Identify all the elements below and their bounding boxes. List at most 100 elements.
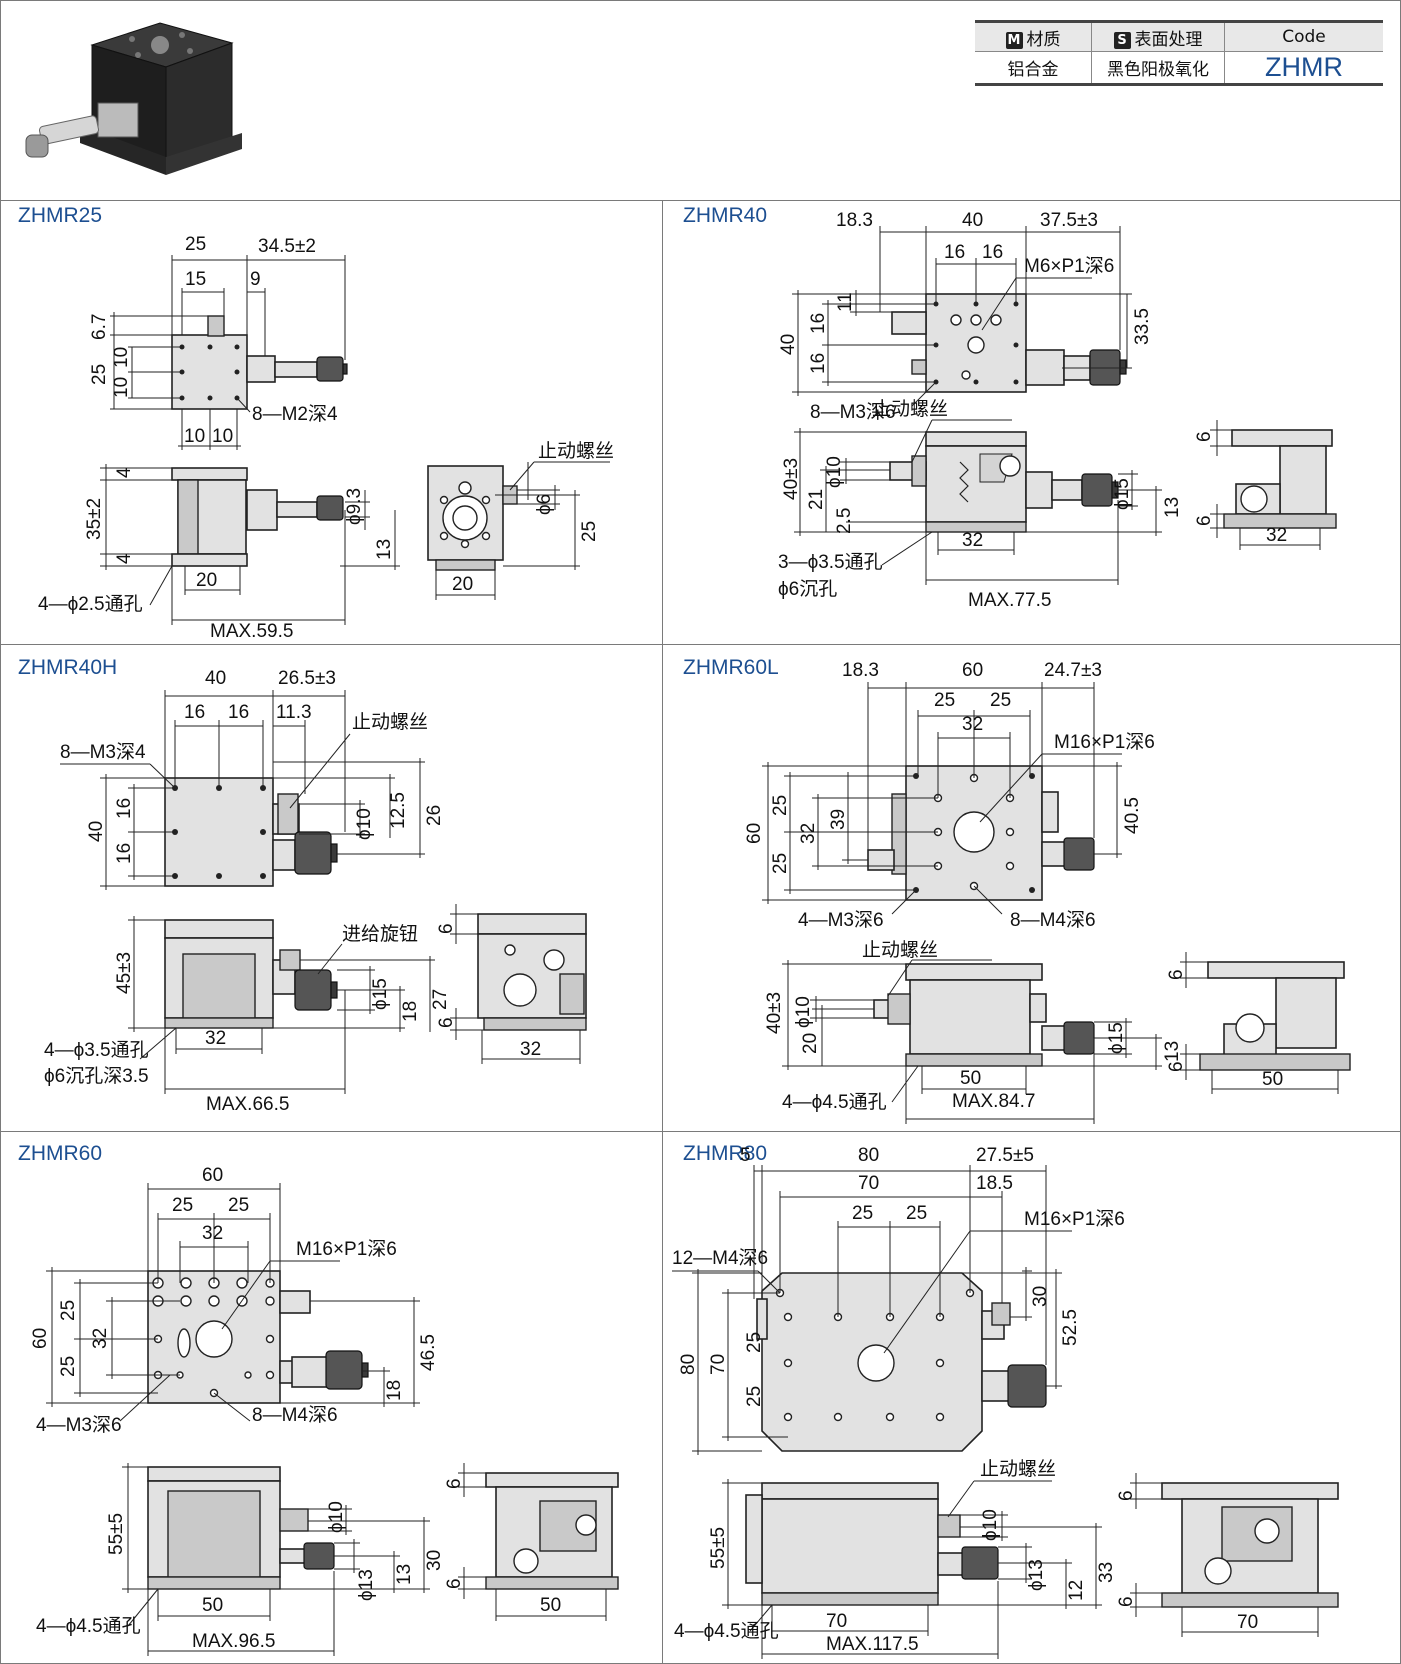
- dim-text: 16: [114, 798, 135, 819]
- dim-text: 4: [114, 467, 135, 478]
- dim-text: 52.5: [1060, 1309, 1081, 1346]
- dim-text: 32: [202, 1223, 223, 1244]
- dim-text: 26.5±3: [278, 668, 336, 689]
- callout-text: M16×P1深6: [1024, 1208, 1125, 1230]
- dim-text: 18.3: [842, 660, 879, 681]
- dim-text: ϕ13: [1026, 1559, 1047, 1591]
- dim-text: 6: [1194, 515, 1215, 526]
- dim-text: 50: [540, 1595, 561, 1616]
- dim-text: 70: [1237, 1612, 1258, 1633]
- dim-text: 32: [90, 1328, 111, 1349]
- dim-text: 45±3: [114, 952, 135, 994]
- dim-text: 46.5: [418, 1334, 439, 1371]
- dim-text: 12.5: [388, 792, 409, 829]
- dim-text: ϕ13: [356, 1569, 377, 1601]
- dim-text: 37.5±3: [1040, 210, 1098, 231]
- dim-text: 10: [212, 426, 233, 447]
- callout-text: 止动螺丝: [980, 1458, 1056, 1480]
- dim-text: 40±3: [764, 992, 785, 1034]
- dim-text: 20: [196, 570, 217, 591]
- dim-text: 4: [114, 553, 135, 564]
- dim-text: 35±2: [84, 498, 105, 540]
- dim-text: 13: [1162, 1041, 1183, 1062]
- row-divider-2: [0, 644, 1401, 645]
- dim-text: MAX.77.5: [968, 590, 1051, 611]
- dim-text: 25: [579, 521, 600, 542]
- callout-text: 4—ϕ4.5通孔: [674, 1620, 779, 1642]
- callout-text: 止动螺丝: [862, 939, 938, 961]
- callout-text: 8—M2深4: [252, 403, 338, 425]
- dim-text: 11.3: [276, 702, 312, 723]
- dim-text: 40.5: [1122, 797, 1143, 834]
- dim-text: 70: [708, 1354, 729, 1375]
- callout-text: 4—M3深6: [798, 909, 884, 931]
- dim-text: 18.5: [976, 1173, 1013, 1194]
- model-title-zhmr80: ZHMR80: [683, 1142, 768, 1165]
- dim-text: 6: [436, 923, 457, 934]
- dim-text: 80: [678, 1354, 699, 1375]
- dim-text: ϕ15: [1106, 1022, 1127, 1054]
- dim-text: 33.5: [1132, 308, 1153, 345]
- dim-text: 16: [228, 702, 249, 723]
- micrometer-knob: [316, 356, 344, 382]
- dim-text: ϕ10: [793, 996, 814, 1028]
- dim-text: 5: [740, 1145, 751, 1166]
- callout-text: M16×P1深6: [1054, 731, 1155, 753]
- dim-text: 25: [58, 1300, 79, 1321]
- callout-text: 8—M4深6: [1010, 909, 1096, 931]
- product-photo: [25, 22, 242, 175]
- callout-text: 12—M4深6: [672, 1247, 768, 1269]
- dim-text: 2.5: [834, 508, 855, 534]
- row-divider-3: [0, 1131, 1401, 1132]
- material-value: 铝合金: [975, 51, 1092, 86]
- dim-text: 16: [808, 313, 829, 334]
- dim-text: 16: [944, 242, 965, 263]
- dim-text: 13: [1162, 497, 1183, 518]
- dim-text: 60: [202, 1165, 223, 1186]
- dim-text: 70: [858, 1173, 879, 1194]
- dim-text: 16: [808, 353, 829, 374]
- model-title-zhmr25: ZHMR25: [18, 204, 103, 227]
- callout-text: ϕ6沉孔深3.5: [44, 1065, 149, 1087]
- model-title-zhmr40h: ZHMR40H: [18, 656, 118, 679]
- dim-text: MAX.84.7: [952, 1091, 1035, 1112]
- dim-text: 25: [89, 364, 110, 385]
- dim-text: 10: [111, 377, 132, 398]
- callout-text: 止动螺丝: [872, 398, 948, 420]
- dim-text: 60: [962, 660, 983, 681]
- surface-badge: S: [1113, 31, 1131, 49]
- callout-text: 8—M3深6: [810, 401, 896, 423]
- code-value: ZHMR: [1224, 51, 1383, 86]
- dim-text: 32: [1266, 525, 1287, 546]
- dim-text: 30: [1030, 1286, 1051, 1307]
- dim-text: 40: [86, 821, 107, 842]
- callout-text: 4—ϕ4.5通孔: [36, 1615, 141, 1637]
- dim-text: 25: [934, 690, 955, 711]
- dim-text: 25: [172, 1195, 193, 1216]
- dim-text: 16: [184, 702, 205, 723]
- dim-text: 32: [962, 530, 983, 551]
- dim-text: 32: [520, 1039, 541, 1060]
- model-title-zhmr60: ZHMR60: [18, 1142, 103, 1165]
- dim-text: 25: [852, 1203, 873, 1224]
- column-divider: [662, 200, 663, 1664]
- dim-text: ϕ10: [824, 456, 845, 488]
- callout-text: M6×P1深6: [1024, 255, 1114, 277]
- dim-text: 50: [960, 1068, 981, 1089]
- dim-text: 10: [184, 426, 205, 447]
- callout-text: 8—M3深4: [60, 741, 146, 763]
- dim-text: ϕ10: [354, 808, 375, 840]
- dim-text: ϕ15: [1112, 478, 1133, 510]
- dim-text: 10: [111, 347, 132, 368]
- stage-side-view: [761, 1498, 939, 1594]
- dim-text: 6: [1116, 1596, 1137, 1607]
- dim-text: MAX.59.5: [210, 621, 293, 642]
- dim-text: 60: [30, 1328, 51, 1349]
- dim-text: 16: [114, 843, 135, 864]
- dim-text: 32: [798, 823, 819, 844]
- dim-text: ϕ10: [980, 1509, 1001, 1541]
- dim-text: 18.3: [836, 210, 873, 231]
- row-divider-1: [0, 200, 1401, 201]
- dim-text: 70: [826, 1611, 847, 1632]
